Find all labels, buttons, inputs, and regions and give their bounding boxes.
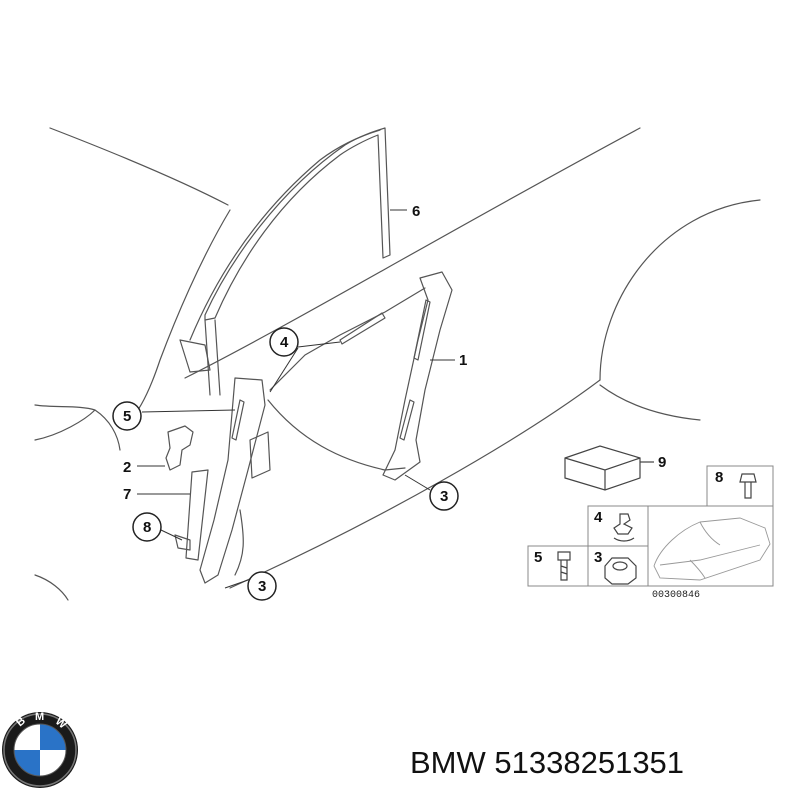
body-mirror <box>34 404 121 451</box>
brand-name: BMW <box>410 745 486 780</box>
callout-3a: 3 <box>440 488 448 505</box>
regulator-cable-tube <box>339 312 386 345</box>
callout-1: 1 <box>459 352 467 369</box>
body-roof-line <box>49 127 229 206</box>
legend-bolt-8 <box>739 473 757 499</box>
window-frame-outer <box>204 127 391 321</box>
legend-callout-4: 4 <box>594 509 603 526</box>
callout-circle-5 <box>112 401 142 431</box>
part-caption: BMW 51338251351 <box>410 738 684 788</box>
part-number: 51338251351 <box>494 745 685 780</box>
window-seal-strip <box>179 339 211 373</box>
part-7-strip <box>185 469 209 561</box>
callout-6: 6 <box>412 203 420 220</box>
legend-callout-5: 5 <box>534 549 542 566</box>
legend-callout-8: 8 <box>715 469 723 486</box>
legend-box-car <box>647 505 774 587</box>
callout-circle-8 <box>132 512 162 542</box>
callout-2: 2 <box>123 459 131 476</box>
callout-5: 5 <box>123 408 131 425</box>
regulator-rail-rear <box>382 271 453 481</box>
logo-letter-m: M <box>35 711 44 723</box>
regulator-slots <box>231 299 431 441</box>
part-2-motor <box>165 425 194 471</box>
callout-8: 8 <box>143 519 151 536</box>
callout-7: 7 <box>123 486 131 503</box>
regulator-rail-front <box>199 377 266 584</box>
part-7-bracket <box>174 534 191 551</box>
reference-code: 00300846 <box>652 590 700 601</box>
leader-3a <box>404 474 431 491</box>
body-wheel-arch <box>599 199 761 421</box>
regulator-cable-drum <box>234 431 271 576</box>
body-front-corner <box>34 574 69 601</box>
legend-screw-5 <box>557 551 571 581</box>
body-lower-line <box>229 379 601 589</box>
callout-circle-4 <box>269 327 299 357</box>
leader-4b <box>269 347 299 393</box>
legend-callout-9: 9 <box>658 454 666 471</box>
regulator-cable-top <box>269 287 426 391</box>
body-a-pillar <box>129 209 231 421</box>
leader-5 <box>141 409 236 413</box>
leader-8 <box>160 529 183 541</box>
legend-clip-4 <box>613 513 635 542</box>
callout-circle-3b <box>247 571 277 601</box>
legend-car-thumbnail <box>653 517 771 581</box>
body-beltline <box>184 127 641 379</box>
leader-3b <box>224 579 249 589</box>
callout-3b: 3 <box>258 578 266 595</box>
legend-nut-hole-3 <box>612 561 628 571</box>
legend-nut-3 <box>604 557 637 585</box>
leader-4 <box>297 341 341 348</box>
regulator-cable-lower <box>267 399 406 471</box>
legend-callout-3: 3 <box>594 549 602 566</box>
bmw-logo: B M W <box>2 711 78 788</box>
callout-4: 4 <box>280 334 289 351</box>
callout-circle-3a <box>429 481 459 511</box>
window-frame-inner <box>189 129 381 341</box>
part-9-block <box>564 445 641 491</box>
